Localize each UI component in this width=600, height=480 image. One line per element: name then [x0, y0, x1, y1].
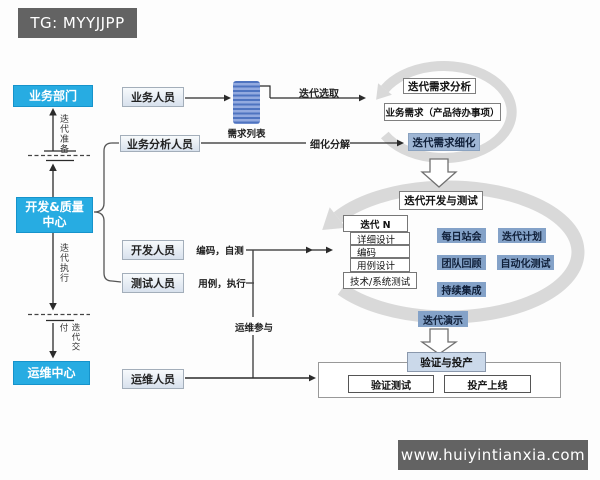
role-box-business-analyst: 业务分析人员	[120, 135, 200, 152]
role-box-business-staff: 业务人员	[122, 87, 184, 107]
phase-label-preparation: 迭代准备	[58, 114, 68, 154]
role-box-operations-staff: 运维人员	[122, 369, 184, 389]
flow-label-usecase-execution: 用例，执行	[198, 279, 246, 290]
dept-box-operations: 运维中心	[13, 361, 90, 385]
watermark-footer: www.huiyintianxia.com	[398, 440, 588, 470]
practice-box-iteration-plan: 迭代计划	[498, 228, 546, 243]
flow-label-refinement: 细化分解	[310, 140, 350, 151]
stack-step-usecase-design: 用例设计	[350, 258, 410, 272]
practice-box-continuous-integration: 持续集成	[437, 282, 486, 297]
flow-lines	[185, 85, 397, 379]
practice-box-automated-test: 自动化测试	[497, 255, 554, 270]
cycle-arrow-top-icon	[376, 61, 517, 163]
box-iteration-req-analysis: 迭代需求分析	[403, 78, 476, 94]
block-arrow-down-icon	[419, 328, 459, 355]
phase-label-execution: 迭代执行	[58, 243, 68, 283]
flow-arrowheads	[224, 94, 404, 382]
box-verify-test: 验证测试	[348, 375, 434, 393]
dept-box-dev-quality: 开发&质量 中心	[16, 197, 93, 233]
dept-box-business: 业务部门	[13, 85, 93, 107]
dept-box-dev-quality-label: 开发&质量 中心	[25, 200, 84, 229]
box-go-live: 投产上线	[444, 375, 531, 393]
group-brace-icon	[93, 142, 122, 283]
watermark-header: TG: MYYJJPP	[18, 8, 137, 38]
practice-box-team-retro: 团队回顾	[437, 255, 486, 270]
dept-flow-arrows	[28, 115, 90, 351]
flow-label-coding-selftest: 编码，自测	[196, 246, 244, 257]
box-business-backlog: 业务需求（产品待办事项）	[384, 103, 501, 121]
box-iteration-n: 迭代 N	[343, 215, 408, 232]
practice-box-daily-standup: 每日站会	[437, 228, 486, 243]
stack-step-detailed-design: 详细设计	[350, 232, 410, 246]
box-iteration-dev-test: 迭代开发与测试	[399, 191, 483, 210]
flow-label-ops-participation: 运维参与	[234, 323, 273, 334]
flow-label-iteration-selection: 迭代选取	[299, 89, 339, 100]
role-box-developer: 开发人员	[122, 240, 184, 260]
box-iteration-req-refine: 迭代需求细化	[408, 133, 480, 151]
block-arrow-down-icon	[420, 158, 458, 188]
role-box-tester: 测试人员	[122, 273, 184, 293]
requirements-list-label: 需求列表	[227, 129, 266, 140]
box-release-header: 验证与投产	[407, 352, 486, 372]
stack-step-tech-system-test: 技术/系统测试	[343, 272, 417, 289]
box-iteration-demo: 迭代演示	[418, 311, 468, 327]
stack-step-coding: 编码	[350, 245, 410, 259]
requirements-stack-icon	[233, 81, 260, 124]
dept-flow-arrowheads	[49, 108, 57, 359]
phase-label-delivery: 迭代交付	[58, 323, 80, 352]
